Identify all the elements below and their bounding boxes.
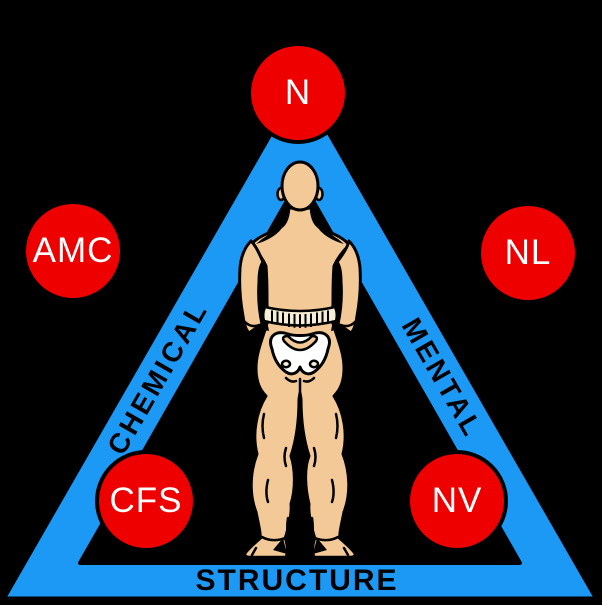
node-circle-nv: NV	[406, 450, 508, 552]
figure-right-arm	[335, 239, 362, 335]
node-circle-n: N	[247, 42, 349, 144]
figure-shading-marks	[243, 320, 357, 538]
node-circle-amc: AMC	[22, 200, 124, 302]
figure-gluteal-cleft	[284, 376, 316, 399]
node-label-nv: NV	[431, 481, 483, 520]
node-circle-nl: NL	[477, 202, 579, 304]
figure-left-neck-shadow	[256, 210, 286, 244]
node-circle-cfs: CFS	[95, 450, 197, 552]
node-label-amc: AMC	[32, 231, 114, 270]
figure-left-foramen	[280, 359, 292, 369]
figure-left-instep-shadow	[273, 538, 287, 554]
human-body-back-icon	[238, 160, 362, 560]
figure-left-arm	[238, 239, 265, 335]
figure-right-neck-shadow	[314, 210, 344, 244]
figure-toe-marks	[250, 546, 350, 557]
figure-right-foot	[311, 535, 357, 559]
figure-pelvis-bone	[269, 331, 331, 376]
figure-right-instep-shadow	[313, 538, 327, 554]
node-label-n: N	[284, 73, 312, 112]
figure-right-foramen	[308, 359, 320, 369]
figure-head	[280, 160, 320, 212]
figure-lumbar-band	[261, 305, 339, 328]
figure-left-foot	[243, 535, 289, 559]
node-label-cfs: CFS	[109, 481, 183, 520]
triangle-side-label-structure: STRUCTURE	[195, 564, 399, 597]
figure-sacrum	[281, 334, 319, 352]
node-label-nl: NL	[504, 233, 552, 272]
